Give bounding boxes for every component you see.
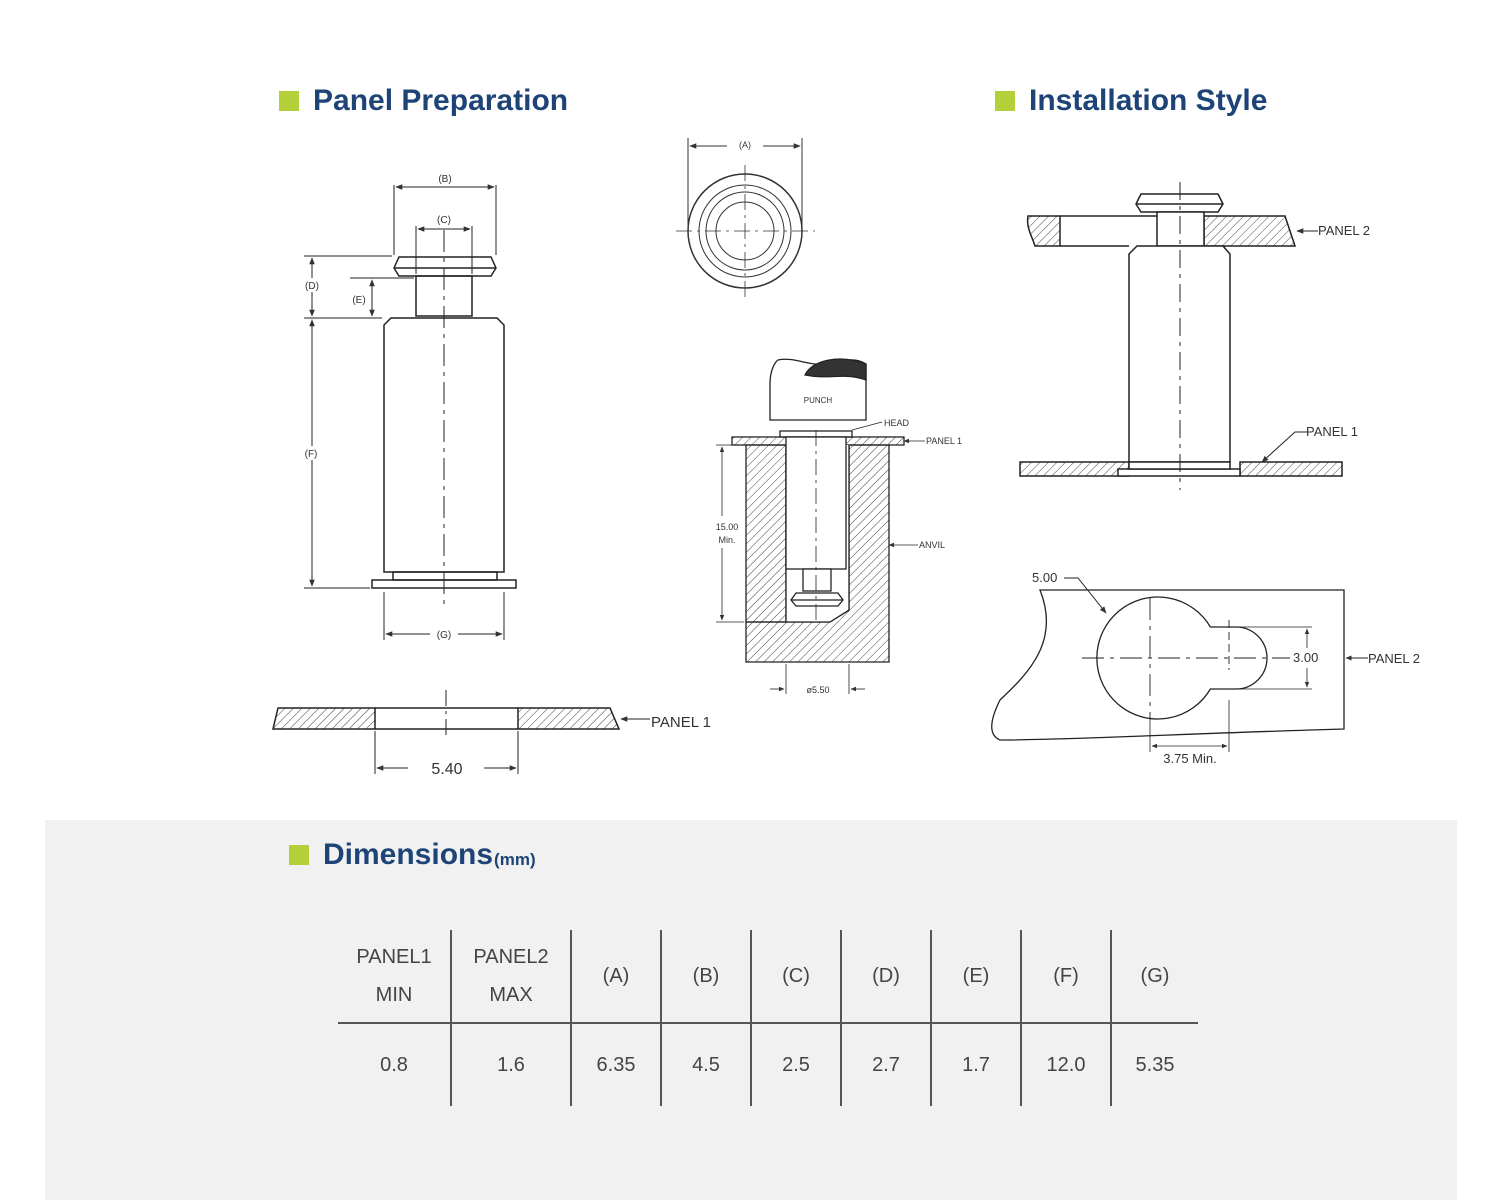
technical-drawings: (B) (C) (D) (E) (F) (G) 5.40 PANEL 1 (A) <box>272 138 1420 778</box>
bullet-square-icon <box>279 91 299 111</box>
table-cell: 6.35 <box>570 1023 661 1106</box>
press-installation <box>716 358 925 694</box>
slot-diameter-label: 5.00 <box>1032 570 1057 585</box>
table-cell: 12.0 <box>1020 1023 1111 1106</box>
col-g: (G) <box>1110 930 1198 1024</box>
table-cell: 5.35 <box>1110 1023 1198 1106</box>
installation-section <box>1019 182 1343 490</box>
label-b: (B) <box>438 174 451 185</box>
col-a: (A) <box>570 930 661 1024</box>
table-cell: 0.8 <box>380 1053 408 1076</box>
head-label: HEAD <box>884 418 910 428</box>
bullet-square-icon <box>289 845 309 865</box>
label-a: (A) <box>739 140 751 150</box>
table-cell: 2.5 <box>750 1023 841 1106</box>
dimensions-title-text: Dimensions <box>323 838 494 871</box>
anvil-hole-label: ø5.50 <box>806 685 829 695</box>
punch-label: PUNCH <box>804 396 833 405</box>
stud-side-view <box>304 184 517 640</box>
label-f: (F) <box>305 449 318 460</box>
min-depth-value: 15.00 <box>716 522 739 532</box>
col-c: (C) <box>750 930 841 1024</box>
label-g: (G) <box>437 630 451 641</box>
header-line: PANEL1 <box>356 946 432 968</box>
header-line: MAX <box>489 984 533 1006</box>
hole-diameter-label: 5.40 <box>431 761 462 778</box>
installation-style-title: Installation Style <box>995 84 1267 118</box>
table-row: 0.8 1.6 6.35 4.5 2.5 2.7 1.7 12.0 5.35 <box>338 1023 1198 1106</box>
keyhole-slot-view <box>991 577 1368 752</box>
slot-length-label: 3.75 Min. <box>1163 751 1216 766</box>
dimensions-title: Dimensions(mm) <box>289 838 536 872</box>
panel1-label-install: PANEL 1 <box>1306 424 1358 439</box>
stud-top-view <box>676 138 815 297</box>
anvil-label: ANVIL <box>919 540 945 550</box>
table-cell: 1.6 <box>450 1023 571 1106</box>
label-d: (D) <box>305 281 319 292</box>
panel1-label-press: PANEL 1 <box>926 436 962 446</box>
label-c: (C) <box>437 215 451 226</box>
label-e: (E) <box>352 295 365 306</box>
table-cell: 4.5 <box>660 1023 751 1106</box>
panel2-label-install: PANEL 2 <box>1318 223 1370 238</box>
col-d: (D) <box>840 930 931 1024</box>
panel1-hole-section <box>272 690 650 774</box>
installation-style-title-text: Installation Style <box>1029 84 1268 117</box>
col-e: (E) <box>930 930 1021 1024</box>
col-f: (F) <box>1020 930 1111 1024</box>
min-depth-word: Min. <box>718 535 735 545</box>
dimensions-unit: (mm) <box>494 850 536 869</box>
slot-width-label: 3.00 <box>1293 650 1318 665</box>
panel-preparation-title-text: Panel Preparation <box>313 84 569 117</box>
col-b: (B) <box>660 930 751 1024</box>
header-line: PANEL2 <box>473 946 549 968</box>
header-line: MIN <box>375 984 413 1006</box>
table-cell: 2.7 <box>840 1023 931 1106</box>
panel-preparation-title: Panel Preparation <box>279 84 568 118</box>
panel2-label-slot: PANEL 2 <box>1368 651 1420 666</box>
panel1-label-left: PANEL 1 <box>651 714 711 731</box>
table-cell: 1.7 <box>930 1023 1021 1106</box>
bullet-square-icon <box>995 91 1015 111</box>
